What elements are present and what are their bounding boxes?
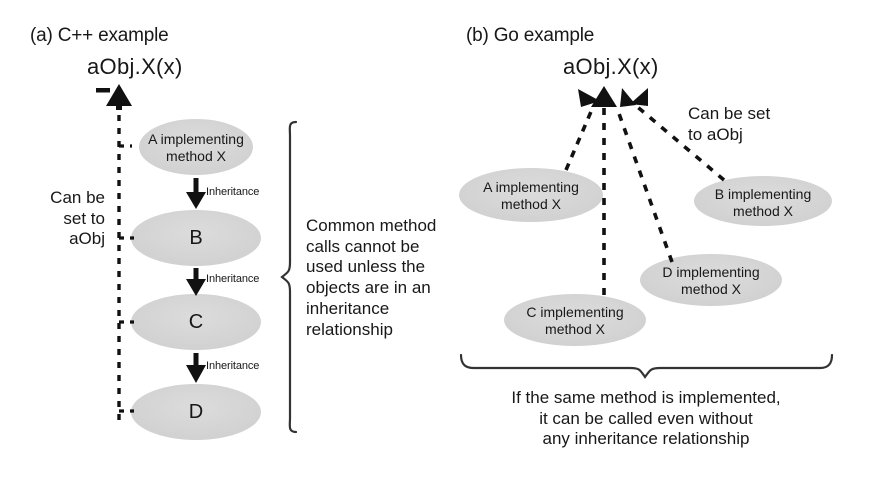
node-label-a-A: A implementing method X	[148, 131, 244, 164]
panel-b-title: (b) Go example	[466, 25, 595, 46]
inheritance-arrow-a-2	[186, 268, 206, 296]
node-label-b-B: B implementing method X	[714, 186, 812, 219]
inheritance-label-a-2: Inheritance	[206, 273, 260, 285]
inheritance-label-a-3: Inheritance	[206, 360, 260, 372]
panel-b-side-note: Can be set to aObj	[688, 104, 771, 144]
call-arrowhead-b-1	[578, 89, 600, 107]
panel-a-right-note: Common method calls cannot be used unles…	[306, 216, 437, 339]
inheritance-arrow-a-3	[186, 353, 206, 383]
panel-b-call-signature: aObj.X(x)	[563, 54, 659, 79]
dashed-call-line-b-D	[615, 107, 674, 263]
dashed-call-line-b-A	[564, 106, 595, 171]
call-arrow-a	[96, 84, 132, 110]
inheritance-label-a-1: Inheritance	[206, 186, 260, 198]
node-label-b-A: A implementing method X	[483, 179, 579, 212]
node-label-b-C: C implementing method X	[526, 304, 624, 337]
node-label-b-D: D implementing method X	[662, 264, 760, 297]
call-arrowhead-b-2	[591, 86, 617, 107]
node-label-a-D: D	[188, 401, 204, 423]
panel-a-title: (a) C++ example	[30, 25, 169, 46]
call-arrowhead-b-3	[620, 88, 636, 107]
panel-a-left-note: Can be set to aObj	[50, 188, 105, 249]
node-label-a-B: B	[189, 227, 203, 249]
inheritance-arrow-a-1	[186, 178, 206, 209]
brace-a	[280, 120, 298, 434]
panel-a-call-signature: aObj.X(x)	[87, 54, 183, 79]
brace-b	[459, 353, 834, 379]
node-label-a-C: C	[188, 311, 204, 333]
call-arrowhead-b-4	[630, 88, 648, 106]
panel-b-bottom-note: If the same method is implemented, it ca…	[511, 388, 781, 449]
